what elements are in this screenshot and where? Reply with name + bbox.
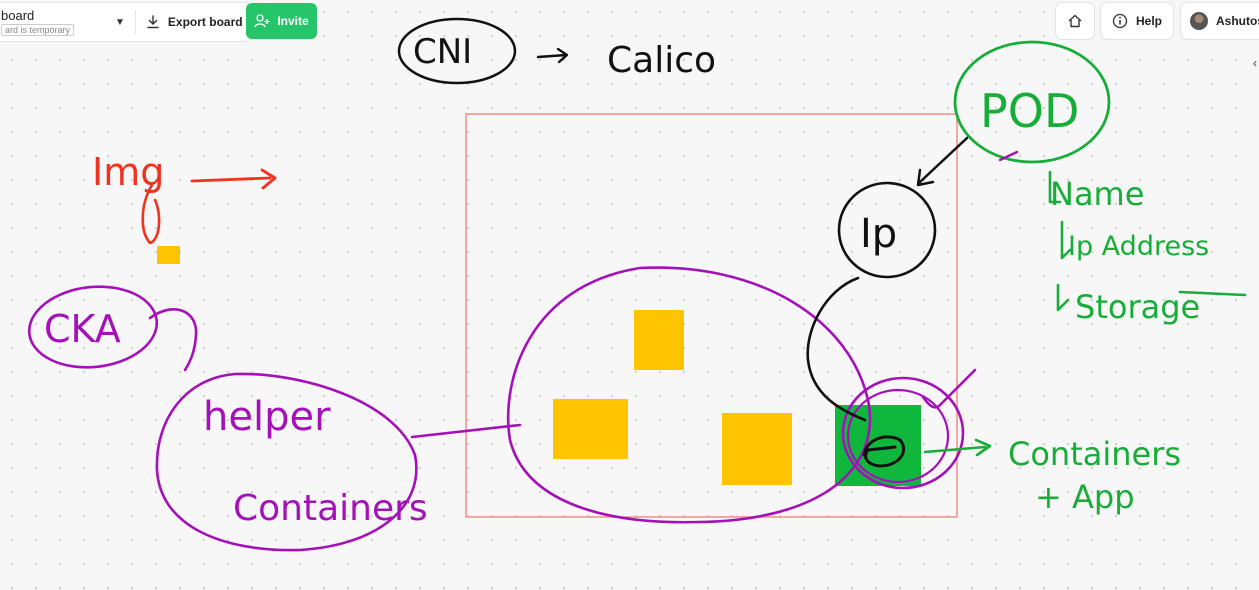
calico-text: Calico (607, 40, 716, 81)
cni-circle[interactable] (397, 17, 517, 85)
img-arrow (190, 168, 277, 190)
chevron-left-icon[interactable]: ‹ (1253, 56, 1257, 70)
img-tail (141, 183, 161, 245)
home-icon (1068, 14, 1082, 28)
invite-button[interactable]: Invite (246, 3, 317, 39)
app-circle-inner (846, 388, 950, 484)
name-bracket (1048, 170, 1062, 204)
checkmark-scribble (921, 368, 977, 409)
helper-containers-circle[interactable] (155, 372, 418, 552)
containers-text: Containers (233, 488, 428, 529)
add-user-icon (254, 14, 270, 28)
pod-to-ip-arrow (916, 136, 969, 187)
cka-circle[interactable] (25, 281, 161, 374)
download-icon (147, 15, 159, 29)
board-title-group[interactable]: board ard is temporary (0, 8, 111, 36)
container-square[interactable] (634, 310, 684, 370)
user-menu-button[interactable]: Ashutosh (1180, 2, 1259, 40)
helper-link-line (410, 423, 522, 439)
chevron-down-icon[interactable]: ▼ (115, 16, 125, 28)
pod-storage-text: Storage (1075, 288, 1200, 326)
info-icon (1112, 13, 1128, 29)
cni-text: CNI (413, 32, 472, 72)
invite-label: Invite (277, 14, 309, 28)
frame-rectangle[interactable] (465, 113, 958, 518)
storage-underline (1178, 290, 1247, 297)
pod-boundary-circle[interactable] (506, 266, 872, 524)
board-toolbar: board ard is temporary ▼ Export board (0, 2, 252, 42)
cka-connector (148, 308, 198, 372)
containers-app-line2: + App (1035, 478, 1135, 516)
image-square[interactable] (157, 246, 180, 264)
app-circle-outer[interactable] (841, 376, 965, 490)
pod-ip-address-text: Ip Address (1068, 231, 1209, 262)
avatar (1190, 12, 1208, 30)
ip-circle[interactable] (837, 181, 937, 279)
cka-text: CKA (44, 307, 121, 351)
user-name: Ashutosh (1216, 14, 1259, 28)
helper-text: helper (203, 394, 331, 440)
pod-name-text: Name (1050, 175, 1144, 213)
ip-connector (806, 276, 867, 422)
ip-text: Ip (860, 211, 897, 257)
toolbar-divider (134, 10, 136, 34)
ip-address-bracket (1060, 220, 1072, 260)
board-name: board (1, 8, 35, 23)
containers-arrow (923, 438, 992, 457)
export-board-button[interactable]: Export board (146, 15, 243, 29)
container-square[interactable] (553, 399, 628, 459)
img-text: Img (92, 150, 164, 194)
pod-text: POD (980, 84, 1079, 138)
purple-dash (998, 150, 1019, 162)
containers-app-line1: Containers (1008, 435, 1181, 473)
pod-circle[interactable] (953, 40, 1111, 164)
app-scribble (862, 435, 906, 468)
help-button[interactable]: Help (1100, 2, 1174, 40)
storage-bracket (1056, 283, 1070, 312)
cni-arrow (536, 47, 569, 64)
export-board-label: Export board (167, 15, 243, 29)
board-status-badge: ard is temporary (1, 24, 75, 36)
home-button[interactable] (1055, 2, 1095, 40)
help-label: Help (1135, 14, 1162, 28)
container-square[interactable] (722, 413, 792, 485)
